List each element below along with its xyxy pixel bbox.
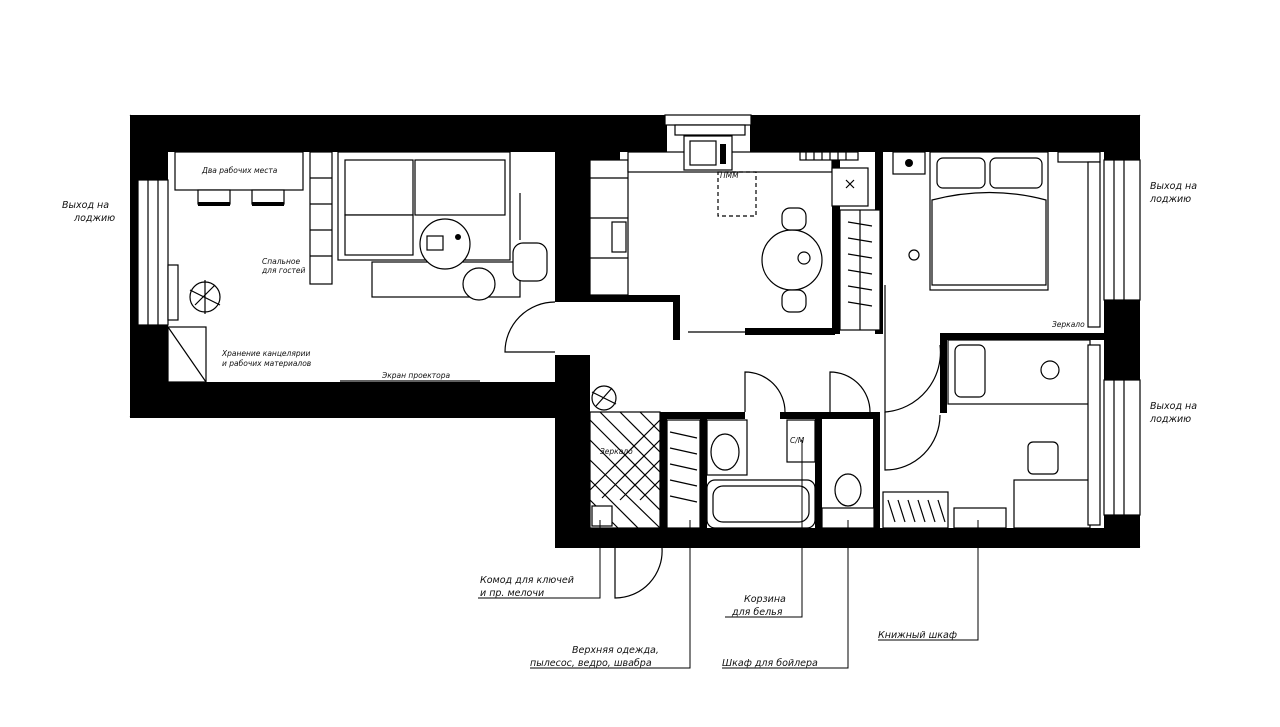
outerwear-line1: Верхняя одежда,	[572, 645, 659, 656]
bedroom	[892, 151, 1101, 328]
entrance-plant-icon	[591, 385, 617, 411]
small-plant-icon	[908, 249, 920, 261]
storage-stationery-line2: и рабочих материалов	[222, 359, 311, 368]
projector-label: Экран проектора	[381, 371, 451, 380]
labels: Выход на лоджию Выход на лоджию Выход на…	[62, 166, 1197, 669]
exit-loggia-left-line1: Выход на	[62, 200, 109, 211]
kitchen	[589, 135, 881, 333]
exit-loggia-right-bottom-line1: Выход на	[1150, 401, 1197, 412]
outerwear-line2: пылесос, ведро, швабра	[530, 658, 652, 669]
storage-stationery-line1: Хранение канцелярии	[221, 349, 310, 358]
laundry-line2: для белья	[731, 607, 783, 618]
kitchen-table-label: ПММ	[720, 171, 739, 180]
doors	[504, 285, 942, 599]
boiler-cabinet-label: Шкаф для бойлера	[722, 658, 818, 669]
sofa-guests-line1: Спальное	[262, 257, 300, 266]
exit-loggia-right-bottom-line2: лоджию	[1149, 414, 1191, 425]
exit-loggia-right-top-line2: лоджию	[1149, 194, 1191, 205]
bookcase-label: Книжный шкаф	[878, 630, 957, 641]
laundry-line1: Корзина	[744, 594, 786, 605]
leader-lines	[478, 440, 979, 669]
living-room	[167, 151, 548, 383]
sofa-guests-line2: для гостей	[261, 266, 306, 275]
mirror-bedroom-label: Зеркало	[1052, 320, 1085, 329]
two-workplaces-label: Два рабочих места	[201, 166, 278, 175]
dresser-keys-line2: и пр. мелочи	[480, 588, 544, 599]
exit-loggia-left-line2: лоджию	[73, 213, 115, 224]
wall-corner-marks	[129, 114, 1141, 548]
hallway	[589, 385, 661, 529]
mirror-hall-label: Зеркало	[600, 447, 633, 456]
dresser-keys-line1: Комод для ключей	[480, 575, 574, 586]
washing-machine-label: С/М	[790, 436, 805, 445]
plant-icon	[189, 280, 221, 314]
exit-loggia-right-top-line1: Выход на	[1150, 181, 1197, 192]
windows	[137, 124, 1141, 516]
bathroom	[666, 419, 875, 529]
second-room	[882, 339, 1101, 529]
